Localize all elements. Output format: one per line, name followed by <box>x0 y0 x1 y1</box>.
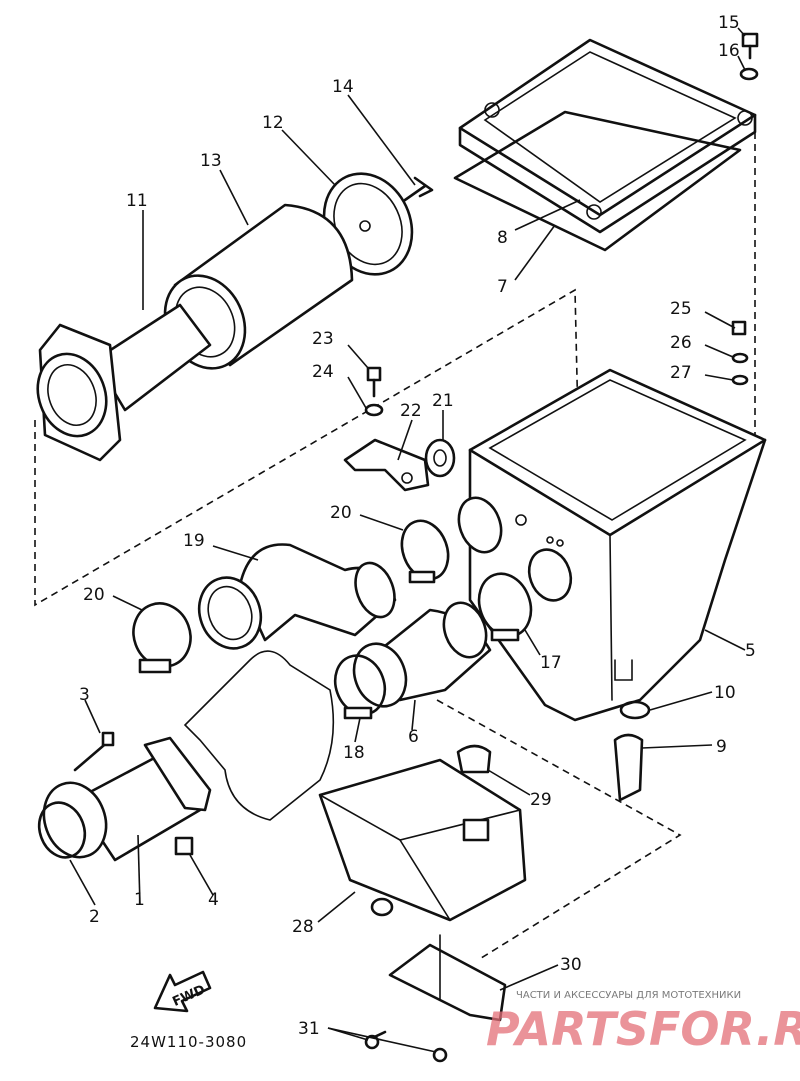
callout-9: 9 <box>716 737 727 757</box>
callout-25: 25 <box>670 299 692 319</box>
callout-24: 24 <box>312 362 334 382</box>
hose-clamp-lower <box>132 602 192 674</box>
joint-clamp-18 <box>333 654 387 720</box>
drain-tank <box>318 758 527 922</box>
callout-12: 12 <box>262 113 284 133</box>
callout-4: 4 <box>208 890 219 910</box>
joint-clamp-17 <box>477 572 533 642</box>
callout-10: 10 <box>714 683 736 703</box>
callout-31: 31 <box>298 1019 320 1039</box>
rubber-damper <box>424 438 456 478</box>
callout-29: 29 <box>530 790 552 810</box>
filter-guide <box>36 303 212 462</box>
carburetor-outline <box>183 650 335 821</box>
callout-20-upper: 20 <box>330 503 352 523</box>
callout-1: 1 <box>134 890 145 910</box>
air-box-cover <box>458 38 757 234</box>
callout-2: 2 <box>89 907 100 927</box>
callout-30: 30 <box>560 955 582 975</box>
callout-numbers: 15 16 14 12 13 11 8 7 25 26 27 23 24 22 … <box>79 13 756 1039</box>
callout-23: 23 <box>312 329 334 349</box>
watermark-brand: PARTSFOR.RU <box>486 1002 800 1056</box>
assembly-dashed-lines <box>34 120 756 961</box>
drain-plug <box>613 733 644 802</box>
leader-lines <box>69 27 746 1053</box>
bracket-screws <box>364 1030 448 1063</box>
callout-16: 16 <box>718 41 740 61</box>
callout-20-lower: 20 <box>83 585 105 605</box>
bracket-bolt <box>364 366 384 417</box>
callout-8: 8 <box>497 228 508 248</box>
callout-17: 17 <box>540 653 562 673</box>
callout-5: 5 <box>745 641 756 661</box>
case-bolt <box>731 320 749 386</box>
callout-27: 27 <box>670 363 692 383</box>
callout-3: 3 <box>79 685 90 705</box>
hose-clamp-upper <box>400 519 450 584</box>
callout-6: 6 <box>408 727 419 747</box>
cover-screw <box>739 32 759 81</box>
manifold-bolt <box>73 731 115 772</box>
callout-19: 19 <box>183 531 205 551</box>
callout-7: 7 <box>497 277 508 297</box>
tank-bracket <box>388 934 507 1022</box>
drain-clip <box>619 700 651 720</box>
callout-15: 15 <box>718 13 740 33</box>
diagram-code: 24W110-3080 <box>130 1033 247 1051</box>
callout-21: 21 <box>432 391 454 411</box>
watermark: ЧАСТИ И АКСЕССУАРЫ ДЛЯ МОТОТЕХНИКИ PARTS… <box>486 990 800 1056</box>
tube-clip <box>456 744 492 774</box>
callout-22: 22 <box>400 401 422 421</box>
intake-joint-hose <box>197 543 397 650</box>
mounting-bracket <box>343 438 430 492</box>
manifold-nut <box>174 836 194 856</box>
callout-18: 18 <box>343 743 365 763</box>
callout-28: 28 <box>292 917 314 937</box>
callout-14: 14 <box>332 77 354 97</box>
callout-26: 26 <box>670 333 692 353</box>
forward-arrow-icon: FWD <box>153 970 212 1013</box>
o-ring <box>37 801 87 859</box>
watermark-tagline: ЧАСТИ И АКСЕССУАРЫ ДЛЯ МОТОТЕХНИКИ <box>516 990 741 1001</box>
callout-13: 13 <box>200 151 222 171</box>
air-box-case <box>457 368 767 722</box>
hose-clip <box>403 176 434 202</box>
callout-11: 11 <box>126 191 148 211</box>
